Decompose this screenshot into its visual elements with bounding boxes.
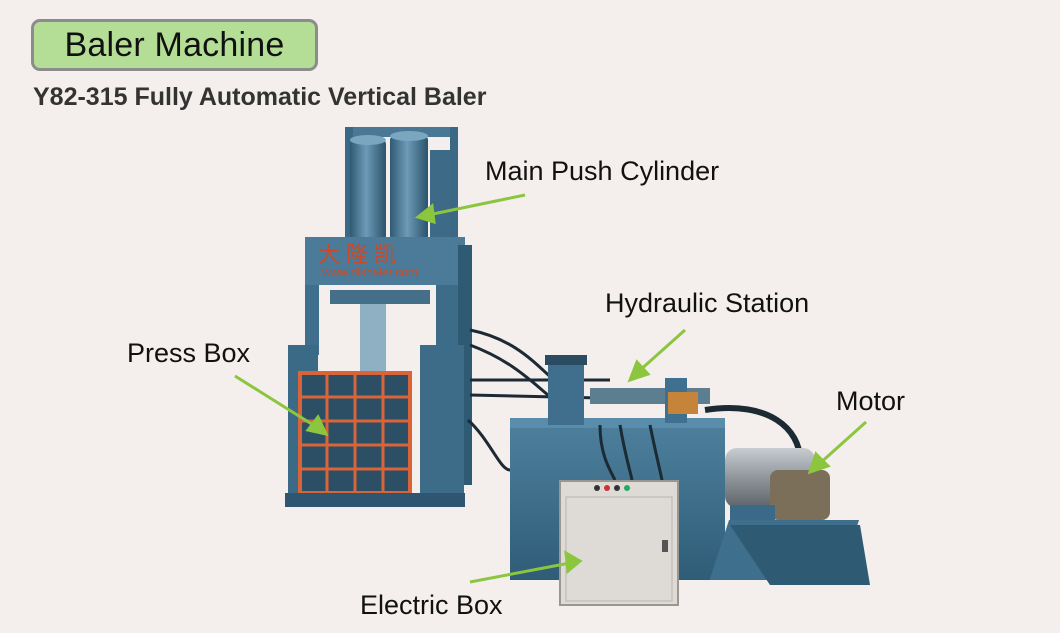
badge-title: Baler Machine <box>64 25 285 64</box>
brand-chinese-text: 大隆凯 <box>318 243 402 268</box>
callout-arrows <box>234 193 868 584</box>
arrow-electric-box <box>469 550 583 584</box>
arrow-press-box <box>234 374 329 437</box>
label-motor: Motor <box>836 386 906 416</box>
label-hydraulic-station: Hydraulic Station <box>605 288 810 318</box>
brand-url-text: www.dlkbaler.com <box>321 265 418 279</box>
label-press-box: Press Box <box>127 338 251 368</box>
arrow-hydraulic-station <box>627 328 686 383</box>
electric-box <box>559 480 679 606</box>
arrow-motor <box>807 420 868 475</box>
motor <box>704 405 870 585</box>
arrow-main-push-cylinder <box>414 193 526 225</box>
page-subtitle: Y82-315 Fully Automatic Vertical Baler <box>33 83 487 111</box>
title-badge: Baler Machine <box>31 19 318 71</box>
baler-main-body: 大隆凯 www.dlkbaler.com <box>285 127 472 507</box>
label-electric-box: Electric Box <box>360 590 503 620</box>
label-main-push-cylinder: Main Push Cylinder <box>485 156 720 186</box>
main-push-cylinders <box>350 131 450 240</box>
